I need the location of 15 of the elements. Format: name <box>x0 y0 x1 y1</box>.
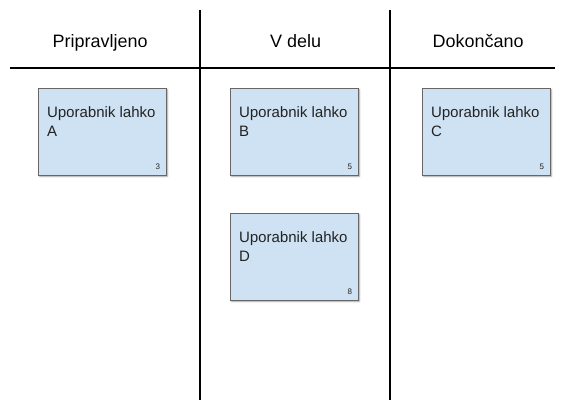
story-card <box>422 88 551 176</box>
story-card <box>230 88 359 176</box>
card-title: Uporabnik lahko C <box>431 103 540 141</box>
card-title: Uporabnik lahko D <box>239 228 348 266</box>
story-points: 8 <box>348 287 352 296</box>
story-card <box>38 88 167 176</box>
story-points: 5 <box>540 162 544 171</box>
story-card <box>230 213 359 301</box>
card-title: Uporabnik lahko B <box>239 103 348 141</box>
card-title: Uporabnik lahko A <box>47 103 156 141</box>
story-points: 3 <box>156 162 160 171</box>
column-heading: Pripravljeno <box>51 30 149 53</box>
column-heading: Dokončano <box>431 30 525 53</box>
story-points: 5 <box>348 162 352 171</box>
column-heading: V delu <box>268 30 322 53</box>
